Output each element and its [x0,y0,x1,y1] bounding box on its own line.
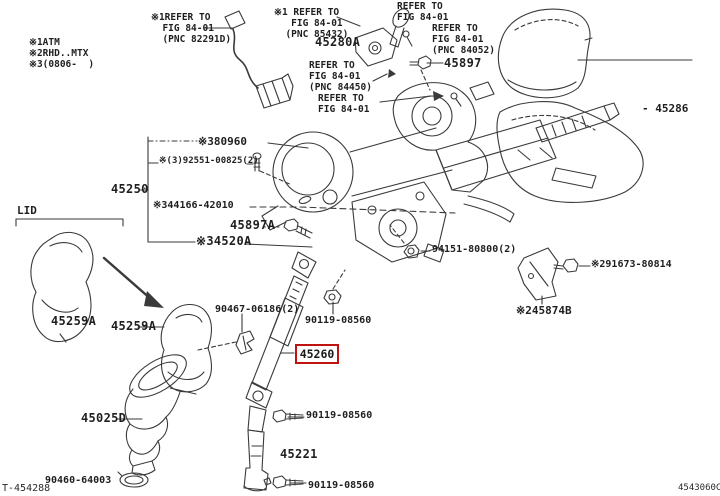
part-label-45259a-2[interactable]: 45259A [111,319,157,333]
diagram-code-right: 4543060C [678,483,720,493]
notes-block: ※1ATM ※2RHD..MTX ※3(0806- ) [29,37,95,70]
part-label-90119-mid[interactable]: 90119-08560 [306,410,373,421]
part-label-92551[interactable]: ※(3)92551-00825(2) [159,156,259,166]
leader-lines [15,16,693,484]
wire-connector-part [224,10,294,109]
part-label-45250[interactable]: 45250 [111,182,149,196]
cover-45874b [517,247,559,301]
boot-45025d [124,354,187,476]
bolt-91673-icon [553,258,579,273]
key-cylinder-part [354,8,462,107]
part-label-45221[interactable]: 45221 [280,447,318,461]
selected-part-45260[interactable]: 45260 [295,344,339,364]
part-label-90119-top[interactable]: 90119-08560 [305,315,372,326]
intermediate-shaft [243,251,317,492]
part-label-45897[interactable]: 45897 [444,56,482,70]
lid-label: LID [17,204,37,217]
refer-note-85432: ※1 REFER TO FIG 84-01 (PNC 85432) [274,7,349,40]
bolt-90119-mid-icon [272,409,304,423]
clip-90467-icon [235,330,255,355]
screw-92551-icon [252,152,262,172]
arrowheads [388,69,444,101]
column-cover-lower [496,101,644,203]
part-label-45280a[interactable]: 45280A [315,35,361,49]
part-label-90460[interactable]: 90460-64003 [45,475,112,486]
part-label-45025d[interactable]: 45025D [81,411,127,425]
cover-45259a [160,303,213,395]
part-label-91673[interactable]: ※291673-80814 [591,259,672,270]
lid-arrow [102,256,164,308]
refer-note-84052: REFER TO FIG 84-01 (PNC 84052) [432,23,495,56]
part-label-344166[interactable]: ※344166-42010 [153,200,234,211]
part-label-380960[interactable]: ※380960 [198,135,247,148]
part-label-45259a-1[interactable]: 45259A [51,314,97,328]
column-cover-upper [497,8,593,99]
refer-note-82291d: ※1REFER TO FIG 84-01 (PNC 82291D) [151,12,232,45]
part-label-90467[interactable]: 90467-06186(2) [215,304,300,315]
nut-94151-icon [403,244,420,259]
part-label-90119-bot[interactable]: 90119-08560 [308,480,375,491]
refer-note-top: REFER TO FIG 84-01 [397,1,449,23]
bolt-45897-top-icon [409,55,432,70]
nut-90119-top-icon [323,289,342,305]
refer-note-84450: REFER TO FIG 84-01 (PNC 84450) [309,60,372,93]
part-label-45897a[interactable]: 45897A [230,218,276,232]
bolt-90119-bot-icon [263,475,304,489]
diagram-code-left: T-454288 [2,483,51,494]
column-assembly [261,81,620,263]
part-label-45874b[interactable]: ※245874B [516,304,572,317]
clamp-part [117,471,149,488]
lid-cover-part [30,231,94,343]
part-label-34520a[interactable]: ※34520A [196,234,252,248]
bolt-45897a-icon [283,218,313,239]
part-label-94151[interactable]: 94151-80800(2) [432,244,517,255]
refer-note-arrow: REFER TO FIG 84-01 [318,93,370,115]
part-label-45286[interactable]: - 45286 [642,102,689,115]
